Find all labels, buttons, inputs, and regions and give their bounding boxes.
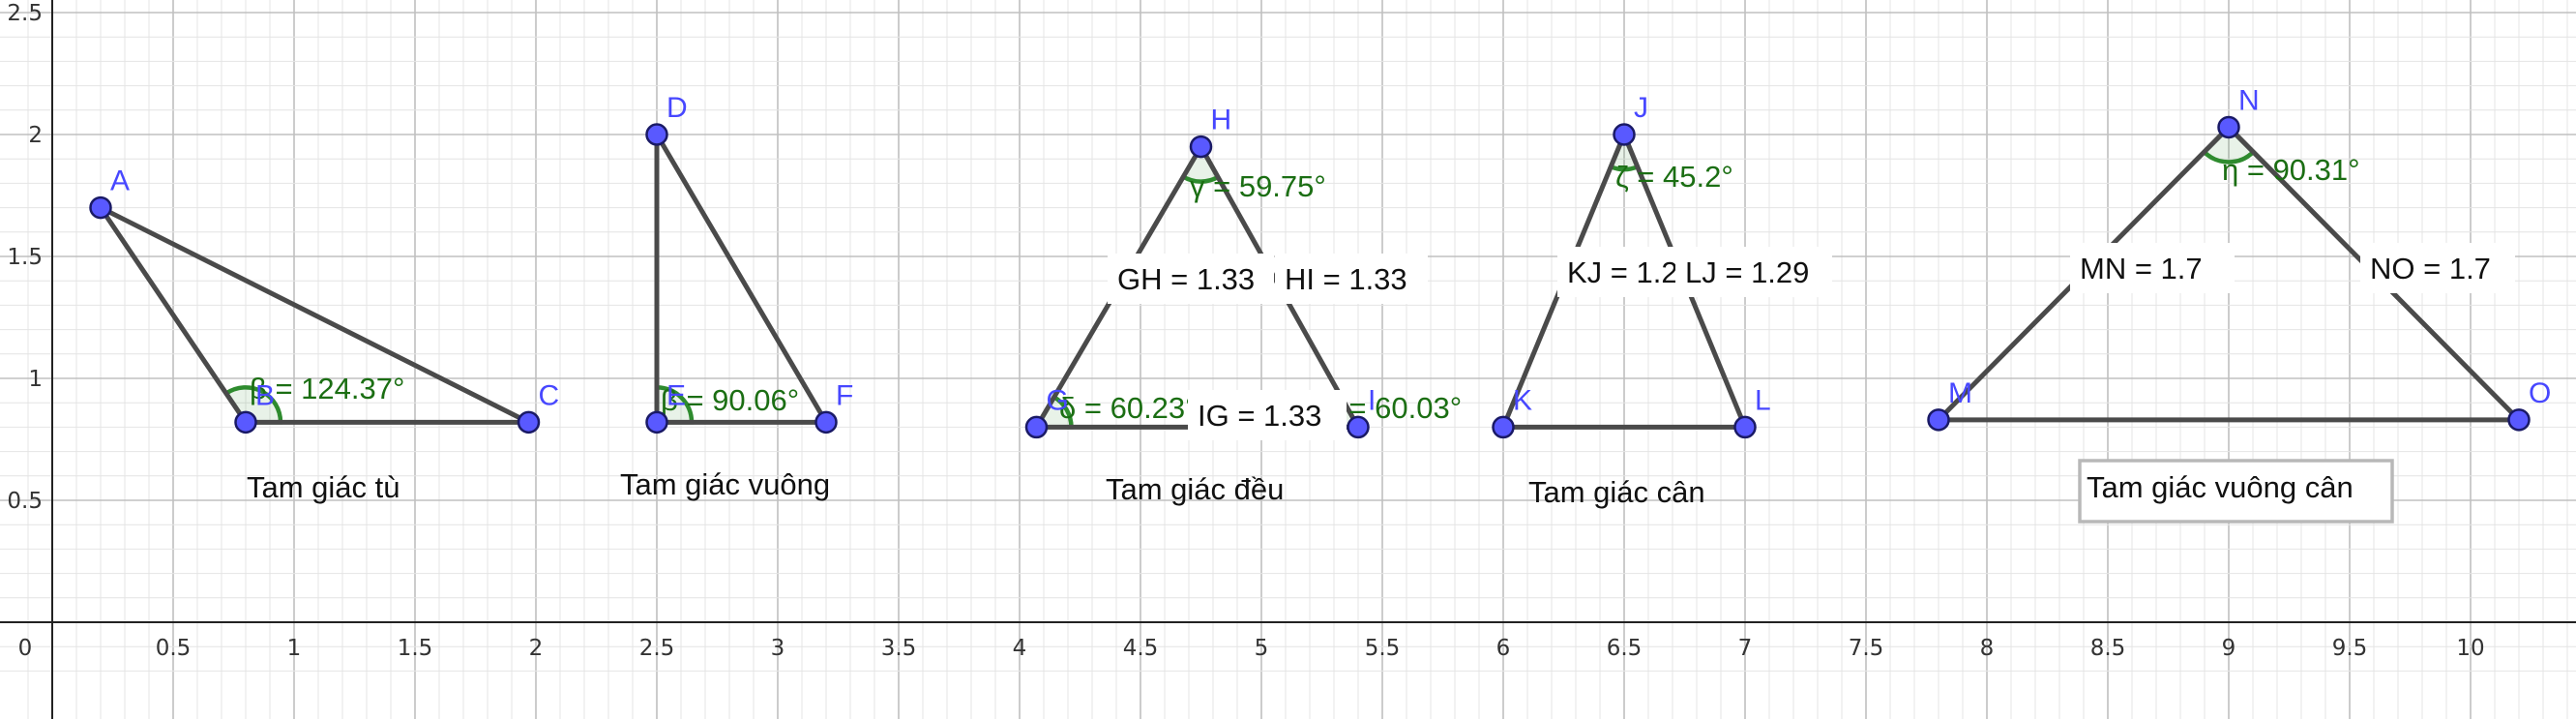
- point-g[interactable]: [1024, 415, 1049, 439]
- angle-arc-b: [222, 385, 283, 425]
- triangle-caption: Tam giác vuông: [620, 467, 830, 501]
- x-tick-label: 5.5: [1365, 636, 1401, 661]
- angle-label-n: η = 90.31°: [2222, 153, 2360, 187]
- point-f[interactable]: [814, 410, 838, 434]
- length-label-bg: [1108, 254, 1274, 304]
- x-tick-label: 10: [2456, 636, 2484, 661]
- point-k[interactable]: [1492, 415, 1515, 439]
- y-tick-label: 2.5: [7, 1, 43, 26]
- length-label-bg: [1675, 247, 1832, 297]
- length-label-bg: [1188, 390, 1347, 440]
- x-tick-label: 8: [1980, 636, 1995, 661]
- x-tick-label: 2: [529, 636, 544, 661]
- point-d[interactable]: [645, 123, 668, 146]
- length-label: HI = 1.33: [1285, 262, 1407, 296]
- point-i[interactable]: [1347, 415, 1370, 439]
- point-label-o: O: [2529, 377, 2551, 409]
- point-label-n: N: [2238, 84, 2260, 116]
- x-tick-label: 6: [1496, 636, 1511, 661]
- point-label-f: F: [836, 379, 853, 411]
- length-label: MN = 1.7: [2080, 252, 2203, 285]
- point-label-k: K: [1513, 384, 1532, 416]
- point-e[interactable]: [645, 410, 668, 434]
- angle-label-e: β = 90.06°: [661, 383, 799, 417]
- angle-label-g: δ = 60.23°: [1059, 391, 1198, 425]
- length-label-bg: [2360, 243, 2515, 293]
- angle-label-h: γ = 59.75°: [1190, 169, 1326, 203]
- x-tick-label: 3: [771, 636, 785, 661]
- y-axis-tick-labels: 0.5 1 1.5 2 2.5: [7, 1, 43, 514]
- point-label-i: I: [1368, 384, 1376, 416]
- x-tick-label: 1.5: [398, 636, 433, 661]
- caption-box: [2078, 459, 2394, 524]
- length-label-bg: [1557, 247, 1683, 297]
- length-label: GH = 1.33: [1117, 262, 1255, 296]
- triangle-points[interactable]: A B C D E F G H I J K L M N O: [89, 84, 2552, 439]
- triangle-caption: Tam giác tù: [247, 470, 400, 504]
- angle-arc-e: [654, 385, 695, 425]
- point-label-j: J: [1634, 92, 1648, 124]
- triangle-caption: Tam giác vuông cân: [2087, 470, 2354, 504]
- y-tick-label: 1.5: [7, 245, 43, 270]
- angle-label-b: β = 124.37°: [250, 372, 404, 405]
- x-tick-label: 1: [287, 636, 302, 661]
- triangle-caption: Tam giác cân: [1528, 475, 1705, 509]
- point-label-b: B: [255, 379, 275, 411]
- y-tick-label: 1: [28, 367, 43, 392]
- x-tick-label: 6.5: [1607, 636, 1643, 661]
- length-label: IG = 1.33: [1198, 399, 1321, 433]
- x-tick-label: 0.5: [156, 636, 192, 661]
- length-label: KJ = 1.2: [1567, 255, 1678, 289]
- point-b[interactable]: [234, 410, 257, 434]
- x-tick-label: 9: [2222, 636, 2236, 661]
- point-label-e: E: [666, 379, 686, 411]
- x-tick-label: 2.5: [639, 636, 675, 661]
- point-label-a: A: [110, 165, 130, 197]
- length-label-bg: [1275, 254, 1428, 304]
- x-tick-label: 8.5: [2090, 636, 2126, 661]
- angle-label-j: ζ = 45.2°: [1615, 160, 1733, 194]
- length-label-bg: [2070, 243, 2235, 293]
- point-n[interactable]: [2217, 115, 2240, 139]
- x-tick-label: 5: [1255, 636, 1269, 661]
- x-tick-label: 4.5: [1123, 636, 1159, 661]
- point-m[interactable]: [1927, 408, 1950, 432]
- point-label-c: C: [539, 379, 560, 411]
- x-tick-label: 9.5: [2332, 636, 2368, 661]
- segment-fd[interactable]: [654, 132, 829, 425]
- point-label-m: M: [1948, 377, 1972, 409]
- point-c[interactable]: [517, 410, 541, 434]
- segment-ab[interactable]: [98, 205, 249, 425]
- y-tick-label: 0.5: [7, 489, 43, 514]
- measurement-labels: β = 124.37° β = 90.06° δ = 60.23° γ = 59.75…: [247, 153, 2515, 524]
- x-tick-label: 7: [1738, 636, 1753, 661]
- x-tick-label: 7.5: [1849, 636, 1884, 661]
- point-h[interactable]: [1189, 135, 1213, 159]
- segment-ca[interactable]: [98, 205, 531, 425]
- point-j[interactable]: [1613, 123, 1636, 146]
- point-label-d: D: [666, 92, 688, 124]
- x-axis-tick-labels: 0 0.5 1 1.5 2 2.5 3 3.5 4 4.5 5 5.5 6 6.5 7 7.5 8 8.5 9 9.5…: [18, 636, 2485, 661]
- x-tick-label: 3.5: [881, 636, 917, 661]
- angle-arc-n: [2201, 124, 2257, 165]
- triangle-caption: Tam giác đều: [1106, 472, 1284, 506]
- point-label-l: L: [1755, 384, 1771, 416]
- x-tick-label: 0: [18, 636, 33, 661]
- point-a[interactable]: [89, 195, 112, 220]
- x-tick-label: 4: [1013, 636, 1027, 661]
- point-label-h: H: [1211, 105, 1232, 136]
- y-tick-label: 2: [28, 123, 43, 148]
- point-o[interactable]: [2507, 408, 2531, 432]
- point-l[interactable]: [1733, 415, 1757, 439]
- angle-label-i: ε = 60.03°: [1327, 391, 1462, 425]
- length-label: NO = 1.7: [2370, 252, 2491, 285]
- length-label: LJ = 1.29: [1685, 255, 1809, 289]
- point-label-g: G: [1047, 384, 1069, 416]
